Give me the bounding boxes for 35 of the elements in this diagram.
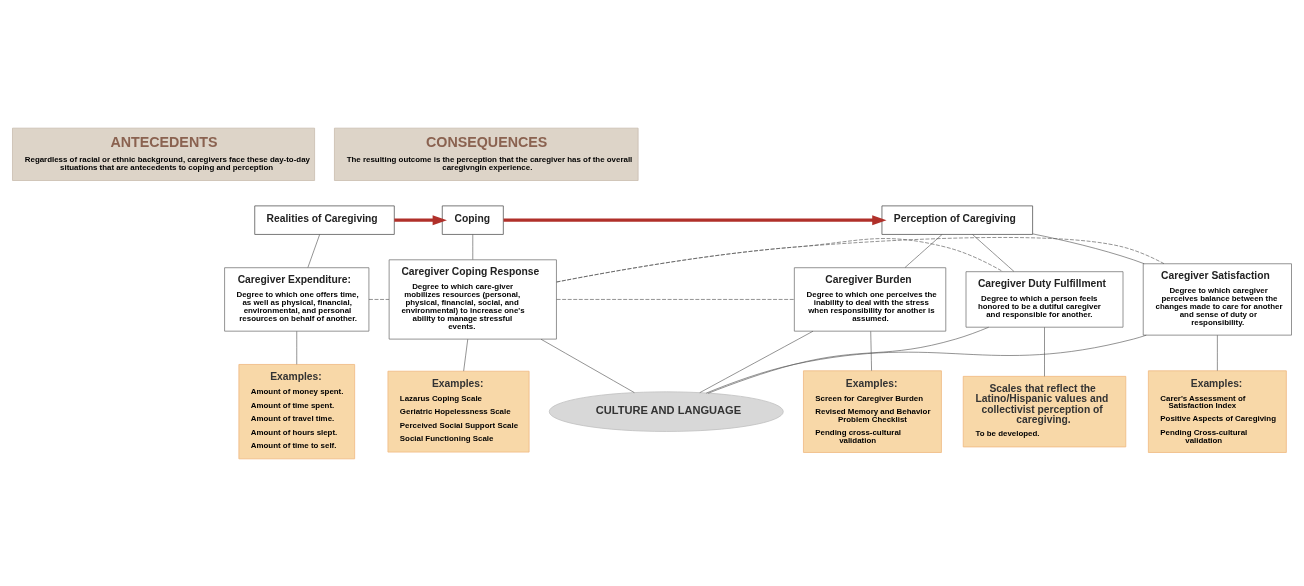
node-box: Examples: Screen for Caregiver Burden Revised Memory and Behavior Problem Checklist Pending cross-cultural validation — [803, 369, 942, 453]
node-box: Caregiver Coping Response Degree to which care-giver mobilizes resources (personal, physical, financial, social, and environmental) to increase one's ability to manage stressful events. — [388, 258, 557, 339]
node-box: Perception of Caregiving — [881, 205, 1033, 235]
node-ellipse: CULTURE AND LANGUAGE — [548, 390, 784, 432]
node-box: Caregiver Expenditure: Degree to which one offers time, as well as physical, financial, environmental, and personal resources on behalf of another. — [224, 266, 370, 332]
connector — [368, 298, 390, 300]
node-box: Caregiver Satisfaction Degree to which caregiver perceives balance between the changes made to care for another and sense of duty or responsibility. — [1142, 262, 1292, 336]
connector — [904, 233, 943, 268]
node-box: Realities of Caregiving — [254, 205, 395, 235]
node-box: Scales that reflect the Latino/Hispanic values and collectivist perception of caregiving. To be developed. — [962, 375, 1127, 447]
connector — [1032, 233, 1145, 264]
node-box: Examples: Lazarus Coping Scale Geriatric Hopelessness Scale Perceived Social Support Scale Social Functioning Scale — [387, 370, 530, 452]
node-box: Coping — [441, 205, 504, 235]
node-box: Caregiver Duty Fulfillment Degree to which a person feels honored to be a dutiful caregiver and responsible for another. — [965, 270, 1124, 328]
connector — [699, 330, 814, 393]
node-box: Examples: Amount of money spent. Amount of time spent. Amount of travel time. Amount of hours slept. Amount of time to self. — [238, 363, 356, 459]
node-box: Examples: Carer's Assessment of Satisfaction Index Positive Aspects of Caregiving Pending Cross-cultural validation — [1148, 369, 1287, 453]
connector — [972, 233, 1015, 272]
node-box: ANTECEDENTS Regardless of racial or ethnic background, caregivers face these day-to-day situations that are antecedents to coping and perception — [12, 127, 315, 181]
connector — [296, 330, 298, 365]
connector — [472, 233, 474, 260]
node-box: Caregiver Burden Degree to which one perceives the inability to deal with the stress when responsibility for another is assumed. — [793, 266, 947, 332]
connector — [1044, 326, 1045, 377]
arrow — [503, 214, 887, 225]
connector — [540, 338, 635, 393]
connector — [1217, 334, 1218, 371]
connector — [707, 326, 989, 394]
connector — [870, 330, 872, 371]
connector — [556, 236, 1165, 282]
node-box: CONSEQUENCES The resulting outcome is the perception that the caregiver has of the overall caregivngin experience. — [334, 127, 639, 181]
connector — [463, 338, 469, 371]
connector — [307, 233, 320, 268]
arrow — [394, 214, 447, 225]
connector — [705, 334, 1147, 393]
connector — [556, 298, 795, 300]
